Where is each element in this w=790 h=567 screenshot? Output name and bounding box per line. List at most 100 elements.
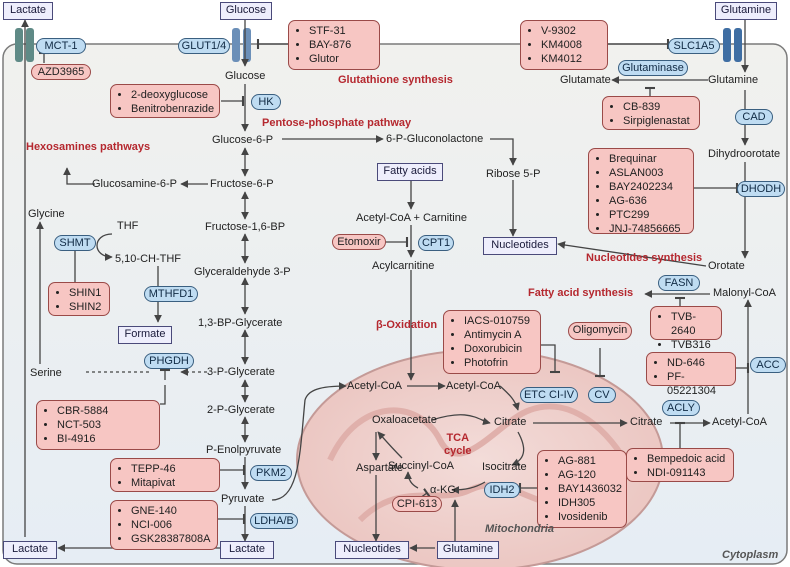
acly-inhibitors: Bempedoic acidNDI-091143 [626,448,734,482]
dhodh-inhibitor-1: Brequinar [609,152,687,166]
cpt1-enzyme: CPT1 [418,235,454,251]
metabolite-acetylcoa-cyto: Acetyl-CoA [347,380,403,392]
glut-inhibitor-2: BAY-876 [309,38,373,52]
dhodh-inhibitor-3: BAY2402234 [609,180,687,194]
glut-inhibitor-3: Glutor [309,52,373,66]
fasn-inhibitor-1: TVB-2640 [671,310,715,338]
glut-enzyme: GLUT1/4 [178,38,230,54]
slc-inhibitor-3: KM4012 [541,52,601,66]
slc-inhibitor-2: KM4008 [541,38,601,52]
phgdh-inhibitor-2: NCT-503 [57,418,153,432]
acly-inhibitor-1: Bempedoic acid [647,452,727,466]
metabolite-citrate-mito: Citrate [494,416,527,428]
idh2-enzyme: IDH2 [484,482,520,498]
lactate-bottom-left-box: Lactate [3,541,57,559]
fatty-acid-title: Fatty acid synthesis [528,287,634,299]
nucleotides-mid-box: Nucleotides [483,237,557,255]
glut-inhibitor-1: STF-31 [309,24,373,38]
beta-oxidation-title: β-Oxidation [376,319,438,331]
metabolite-acylcarnitine: Acylcarnitine [372,260,435,272]
metabolite-acetylcoa-right: Acetyl-CoA [712,416,768,428]
acc-inhibitor-1: ND-646 [667,356,729,370]
glutaminase-inhibitors: CB-839Sirpiglenastat [602,96,700,130]
fasn-enzyme: FASN [658,275,700,291]
fasn-inhibitors: TVB-2640TVB316 [650,306,722,351]
acly-enzyme: ACLY [662,400,700,416]
ppp-title: Pentose-phosphate pathway [262,117,412,129]
metabolite-malonylcoa: Malonyl-CoA [713,287,776,299]
dhodh-inhibitor-2: ASLAN003 [609,166,687,180]
pkm2-enzyme: PKM2 [250,465,292,481]
acly-inhibitor-2: NDI-091143 [647,466,727,480]
nucleotides-title: Nucleotides synthesis [586,252,703,264]
glutaminase-enzyme: Glutaminase [618,60,688,76]
acc-inhibitor-2: PF-05221304 [667,370,729,398]
glut-inhibitors: STF-31BAY-876Glutor [288,20,380,70]
glutathione-title: Glutathione synthesis [338,74,453,86]
ldh-inhibitor-2: NCI-006 [131,518,211,532]
metabolite-glucose: Glucose [225,70,266,82]
lactate-out-box: Lactate [3,2,53,20]
glutamine-bottom-box: Glutamine [437,541,499,559]
metabolite-acetylcoa-mito: Acetyl-CoA [446,380,502,392]
acc-enzyme: ACC [750,357,786,373]
etc-inhibitor-2: Antimycin A [464,328,534,342]
hk-inhibitors: 2-deoxyglucoseBenitrobenrazide [110,84,220,118]
metabolite-akg: α-KG [430,484,456,496]
mct1-enzyme: MCT-1 [36,38,86,54]
metabolite-3pg: 3-P-Glycerate [207,366,275,378]
metabolite-glycine: Glycine [28,208,65,220]
pkm2-inhibitor-1: TEPP-46 [131,462,213,476]
phgdh-inhibitor-3: BI-4916 [57,432,153,446]
metabolite-bpg: 1,3-BP-Glycerate [198,317,283,329]
metabolite-pyruvate: Pyruvate [221,493,265,505]
phgdh-inhibitors: CBR-5884 NCT-503 BI-4916 [36,400,160,450]
slc-inhibitor-1: V-9302 [541,24,601,38]
metabolite-glucose-6p: Glucose-6-P [212,134,274,146]
ldh-inhibitor-3: GSK28387808A [131,532,211,546]
dhodh-inhibitors: Brequinar ASLAN003 BAY2402234 AG-636 PTC… [588,148,694,236]
dhodh-enzyme: DHODH [737,181,785,197]
dhodh-inhibitor-4: AG-636 [609,194,687,208]
pkm2-inhibitor-2: Mitapivat [131,476,213,490]
metabolite-oxaloacetate: Oxaloacetate [372,414,437,426]
idh2-inhibitor-2: AG-120 [558,468,620,482]
etc-enzyme: ETC CI-IV [520,387,578,403]
fatty-acids-box: Fatty acids [377,163,443,181]
metabolite-2pg: 2-P-Glycerate [207,404,275,416]
mitochondria-label: Mitochondria [485,523,555,535]
slc1a5-enzyme: SLC1A5 [668,38,720,54]
metabolite-dihydroorotate: Dihydroorotate [708,148,781,160]
metabolite-isocitrate: Isocitrate [482,461,527,473]
metabolite-glutamate: Glutamate [560,74,611,86]
idh2-inhibitor-4: IDH305 [558,496,620,510]
cpi613-inhibitor: CPI-613 [392,496,442,512]
metabolite-serine: Serine [30,367,62,379]
fasn-inhibitor-2: TVB316 [671,338,715,352]
gls-inhibitor-1: CB-839 [623,100,693,114]
shmt-inhibitor-2: SHIN2 [69,300,103,314]
shmt-inhibitors: SHIN1SHIN2 [48,282,110,316]
hexosamines-title: Hexosamines pathways [26,141,151,153]
glucose-out-box: Glucose [220,2,272,20]
slc1a5-channel [723,28,742,62]
metabolite-thf: THF [117,220,139,232]
metabolite-succinylcoa: Succinyl-CoA [388,460,455,472]
dhodh-inhibitor-6: JNJ-74856665 [609,222,687,236]
hk-enzyme: HK [251,94,281,110]
cv-enzyme: CV [588,387,616,403]
hk-inhibitor-2: Benitrobenrazide [131,102,214,116]
etomoxir-inhibitor: Etomoxir [332,234,386,250]
metabolite-ribose5p: Ribose 5-P [486,168,541,180]
metabolite-aspartate: Aspartate [356,462,404,474]
metabolite-acetylcoa-carnitine: Acetyl-CoA + Carnitine [356,212,467,224]
dhodh-inhibitor-5: PTC299 [609,208,687,222]
metabolite-orotate: Orotate [708,260,745,272]
idh2-inhibitor-1: AG-881 [558,454,620,468]
tca-cycle-label: TCA cycle [444,432,472,457]
oligomycin-inhibitor: Oligomycin [568,322,632,340]
ldh-inhibitors: GNE-140 NCI-006 GSK28387808A [110,500,218,550]
gls-inhibitor-2: Sirpiglenastat [623,114,693,128]
metabolite-pep: P-Enolpyruvate [206,444,282,456]
